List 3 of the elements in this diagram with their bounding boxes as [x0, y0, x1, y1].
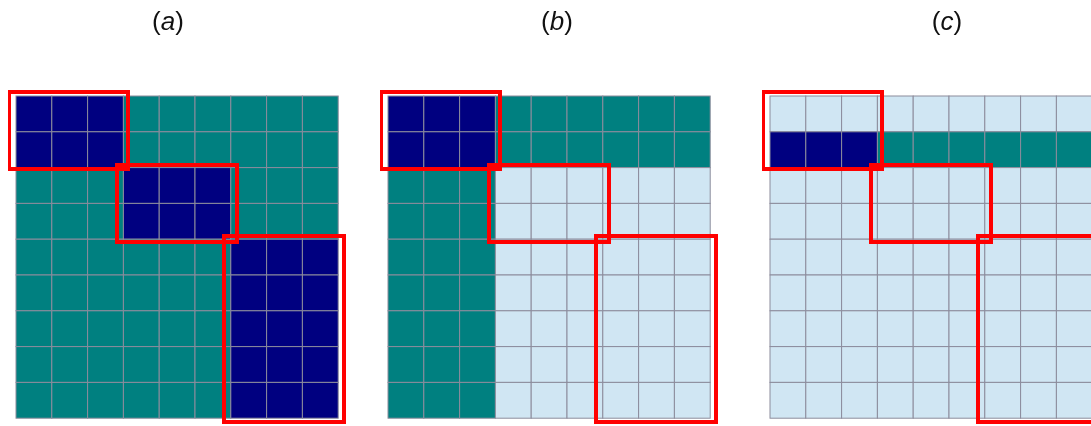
panel-label: (c): [931, 6, 963, 37]
panel-label: (a): [152, 6, 184, 37]
panel-label: (b): [541, 6, 573, 37]
